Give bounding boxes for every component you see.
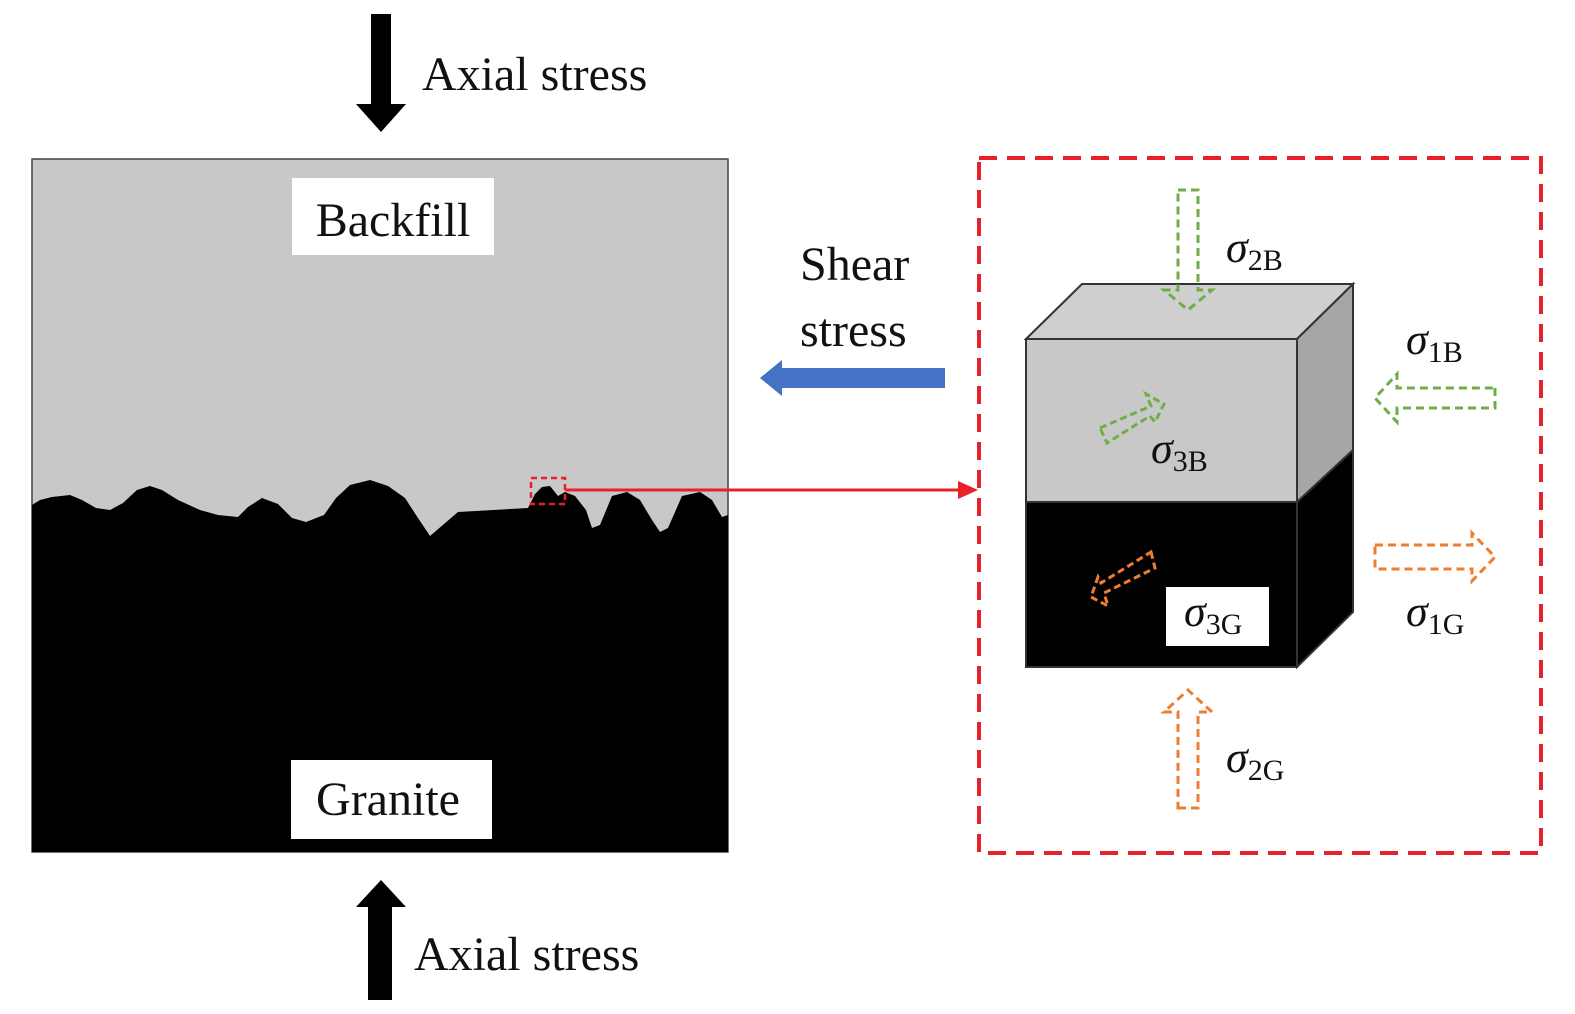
shear-stress-arrow: [760, 360, 945, 396]
axial-stress-label-top: Axial stress: [422, 48, 647, 101]
sigma-1b-arrow: [1372, 370, 1497, 426]
sigma-1b-label: σ1B: [1406, 315, 1463, 369]
sigma-3g-label-box: [1166, 587, 1269, 646]
sigma-2g-label: σ2G: [1226, 733, 1284, 787]
detail-frame: [977, 156, 1543, 855]
granite-label-box: [291, 760, 492, 839]
shear-stress-label-line1: Shear: [800, 238, 909, 291]
specimen: [31, 158, 729, 853]
sigma-1g-arrow: [1373, 529, 1498, 585]
sigma-3g-arrow: [1089, 549, 1157, 610]
sigma-1g-label: σ1G: [1406, 587, 1464, 641]
shear-stress-label-line2: stress: [800, 304, 907, 357]
zoom-connector-arrow: [565, 481, 978, 499]
axial-stress-label-bottom: Axial stress: [414, 928, 639, 981]
block-top-face: [1023, 283, 1356, 340]
backfill-label-box: [292, 178, 494, 255]
axial-stress-arrow-top: [356, 14, 406, 132]
granite-region: [32, 480, 728, 852]
sigma-3b-arrow: [1097, 390, 1166, 446]
block-front-face-backfill: [1025, 338, 1298, 503]
sigma-2g-arrow: [1160, 687, 1216, 810]
sigma-2b-arrow: [1159, 188, 1217, 312]
backfill-label: Backfill: [316, 194, 471, 247]
axial-stress-arrow-bottom: [356, 880, 406, 1000]
sigma-2b-label: σ2B: [1226, 223, 1283, 277]
sigma-3g-label: σ3G: [1184, 587, 1242, 641]
sigma-3b-label: σ3B: [1151, 424, 1208, 478]
granite-label: Granite: [316, 773, 460, 826]
